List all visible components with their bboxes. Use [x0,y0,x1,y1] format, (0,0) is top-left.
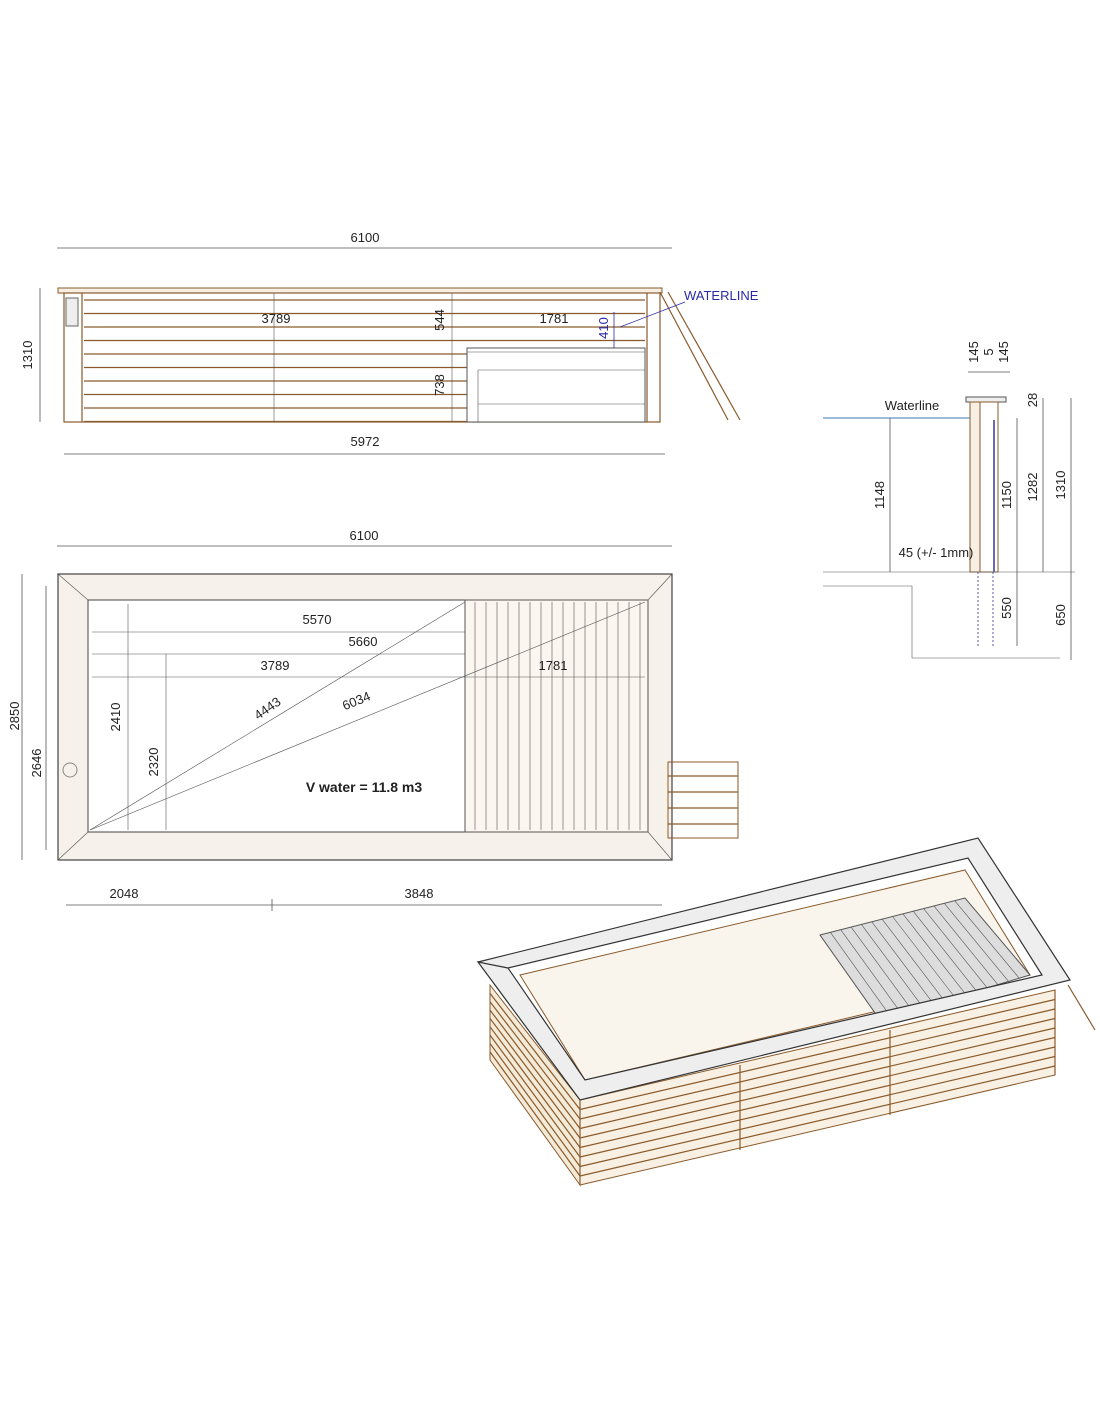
diagonal-a [89,601,466,831]
dim-inner-length-a: 5570 [303,612,332,627]
plank-line [579,1036,1056,1149]
foundation [823,585,1060,659]
wall-section: Waterline 145 5 145 1148 45 (+/- 1mm) 11… [823,341,1075,660]
dim-deck-length: 1781 [540,311,569,326]
iso-deck-slats [830,900,1020,1017]
diagonal-b [89,601,646,831]
plank-line [579,998,1056,1111]
dim-post-depth: 550 [999,597,1014,619]
ladder [659,291,741,421]
dim-overall-length: 6100 [351,230,380,245]
coping [57,287,663,294]
dim-pool-length: 3789 [262,311,291,326]
deck-slat [871,921,934,1005]
dim-upper-height: 544 [432,309,447,331]
plank-line [579,1017,1056,1130]
skimmer-icon [62,762,78,778]
deck-slat [912,911,977,992]
plank-line [489,1009,581,1129]
plan-ladder [667,761,739,839]
deck-slat [923,908,988,989]
plank-line [579,1065,1056,1177]
plan-view: 6100 5570 5660 3789 1781 2410 2320 4443 … [7,528,739,911]
deck-slat [840,929,902,1014]
deck-slat [902,913,966,995]
step-deck [466,347,646,423]
section-post [979,401,999,573]
deck-slat [944,903,1009,982]
dim-deck-length-plan: 1781 [539,658,568,673]
plank-line [489,992,581,1110]
dim-plan-length: 6100 [350,528,379,543]
dim-height: 1310 [20,341,35,370]
side-elevation: 6100 1310 5972 3789 1781 544 738 410 WAT… [20,230,759,455]
iso-planks [489,992,1056,1177]
plank-line [579,1046,1056,1158]
dim-wall-height: 1282 [1025,473,1040,502]
dim-water-depth: 410 [596,317,611,339]
dim-base-length: 5972 [351,434,380,449]
dim-inner-width: 2646 [29,749,44,778]
plank-line [579,1055,1056,1168]
water-volume: V water = 11.8 m3 [306,779,423,795]
dim-plan-width: 2850 [7,702,22,731]
skimmer [65,297,79,327]
deck-slat [830,932,891,1017]
deck-slat [881,918,945,1001]
deck-slat [850,926,913,1011]
isometric-view [476,837,1096,1187]
section-coping [965,396,1007,403]
plank-line [489,1018,581,1139]
dim-top-right: 145 [996,341,1011,363]
iso-coping [476,837,1071,1101]
plank-line [579,1027,1056,1139]
deck-slat [892,916,956,998]
dim-width-b: 2320 [146,748,161,777]
waterline-leader [619,301,686,328]
dim-post-spacing-a: 2048 [110,886,139,901]
dim-post-spacing-b: 3848 [405,886,434,901]
dim-inner-length-b: 5660 [349,634,378,649]
plank-line [579,1008,1056,1120]
waterline-label: WATERLINE [684,288,759,303]
deck-area [464,599,649,833]
iso-ladder [1067,984,1096,1031]
dim-foundation-depth: 650 [1053,604,1068,626]
plank-line [489,1026,581,1148]
dim-width-a: 2410 [108,703,123,732]
dim-coping: 28 [1025,393,1040,407]
dim-lower-height: 738 [432,374,447,396]
dim-total-height: 1310 [1053,471,1068,500]
deck-slat [861,924,924,1008]
plank-line [489,1034,581,1158]
deck-slat [954,900,1020,979]
dim-inner-height: 1150 [999,481,1014,509]
dim-top-left: 145 [966,341,981,363]
plank-line [489,1043,581,1167]
section-waterline-label: Waterline [885,398,939,413]
dim-gap: 5 [981,348,996,355]
tolerance-note: 45 (+/- 1mm) [899,545,974,560]
plank-line [489,1001,581,1120]
wall-planks [84,299,645,423]
plank-line [489,1051,581,1177]
deck-slat [933,905,999,985]
dim-pool-length-plan: 3789 [261,658,290,673]
dim-water-height: 1148 [872,481,887,509]
